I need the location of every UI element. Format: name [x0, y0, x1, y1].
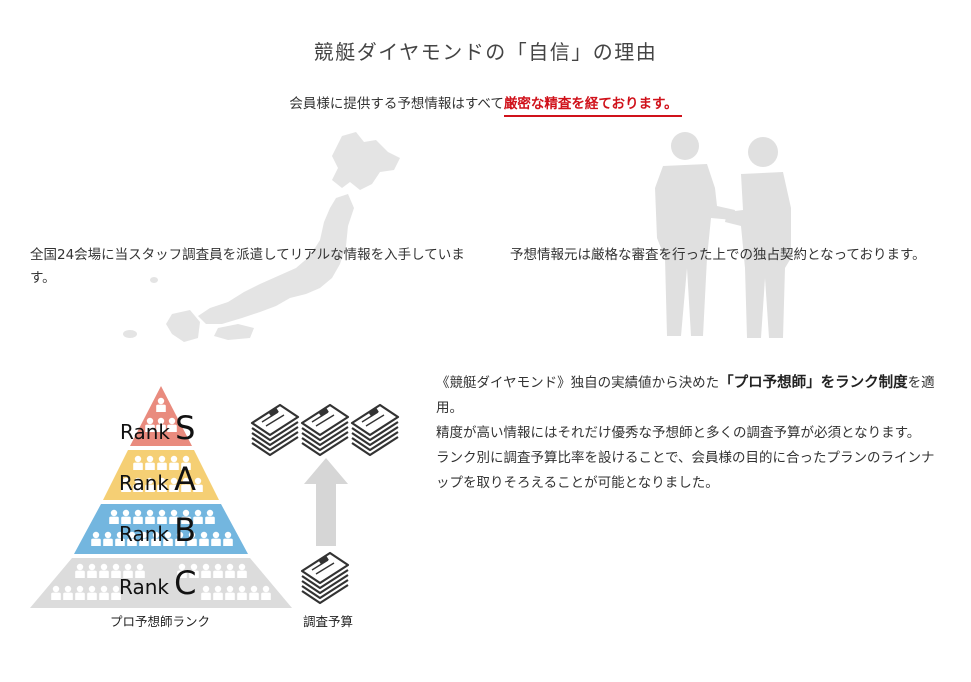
handshake-silhouette — [655, 132, 791, 338]
money-stack-icon — [300, 403, 350, 457]
rank-word: Rank — [119, 575, 169, 599]
lead-highlight: 厳密な精査を経ております。 — [503, 96, 682, 117]
desc-line3: ランク別に調査予算比率を設けることで、会員様の目的に合ったプランのラインナップを… — [436, 450, 935, 491]
rank-a-label: Rank A — [119, 460, 196, 498]
rank-letter-a: A — [174, 460, 196, 498]
rank-s-label: Rank S — [120, 409, 195, 447]
rank-system-description: 《競艇ダイヤモンド》独自の実績値から決めた「プロ予想師」をランク制度を適用。 精… — [436, 371, 936, 496]
rank-c-label: Rank C — [119, 564, 196, 602]
staff-dispatch-text: 全国24会場に当スタッフ調査員を派遣してリアルな情報を入手しています。 — [30, 247, 465, 286]
lead-sentence: 会員様に提供する予想情報はすべて厳密な精査を経ております。 — [0, 92, 971, 117]
rank-letter-b: B — [174, 511, 197, 549]
pyramid-caption: プロ予想師ランク — [109, 614, 210, 629]
rank-letter-c: C — [174, 564, 197, 602]
rank-b-label: Rank B — [119, 511, 196, 549]
lead-text: 会員様に提供する予想情報はすべて — [289, 96, 504, 112]
money-stack-icon — [250, 403, 300, 457]
rank-word: Rank — [119, 522, 169, 546]
desc-part1: 《競艇ダイヤモンド》独自の実績値から決めた — [436, 375, 720, 391]
page-title: 競艇ダイヤモンドの「自信」の理由 — [313, 40, 658, 64]
japan-map-silhouette — [123, 132, 400, 342]
desc-bold: 「プロ予想師」をランク制度 — [719, 375, 908, 391]
money-stack-icon — [300, 551, 350, 605]
budget-caption: 調査予算 — [302, 614, 353, 629]
exclusive-contract-text: 予想情報元は厳格な審査を行った上での独占契約となっております。 — [510, 247, 926, 263]
desc-line2: 精度が高い情報にはそれだけ優秀な予想師と多くの調査予算が必須となります。 — [436, 425, 921, 441]
up-arrow-icon — [304, 458, 348, 546]
rank-word: Rank — [119, 471, 169, 495]
rank-word: Rank — [120, 420, 170, 444]
rank-letter-s: S — [175, 409, 196, 447]
budget-graphic — [250, 403, 400, 605]
rank-pyramid — [30, 386, 292, 608]
desc-part2: を適用。 — [436, 375, 935, 416]
money-stack-icon — [350, 403, 400, 457]
